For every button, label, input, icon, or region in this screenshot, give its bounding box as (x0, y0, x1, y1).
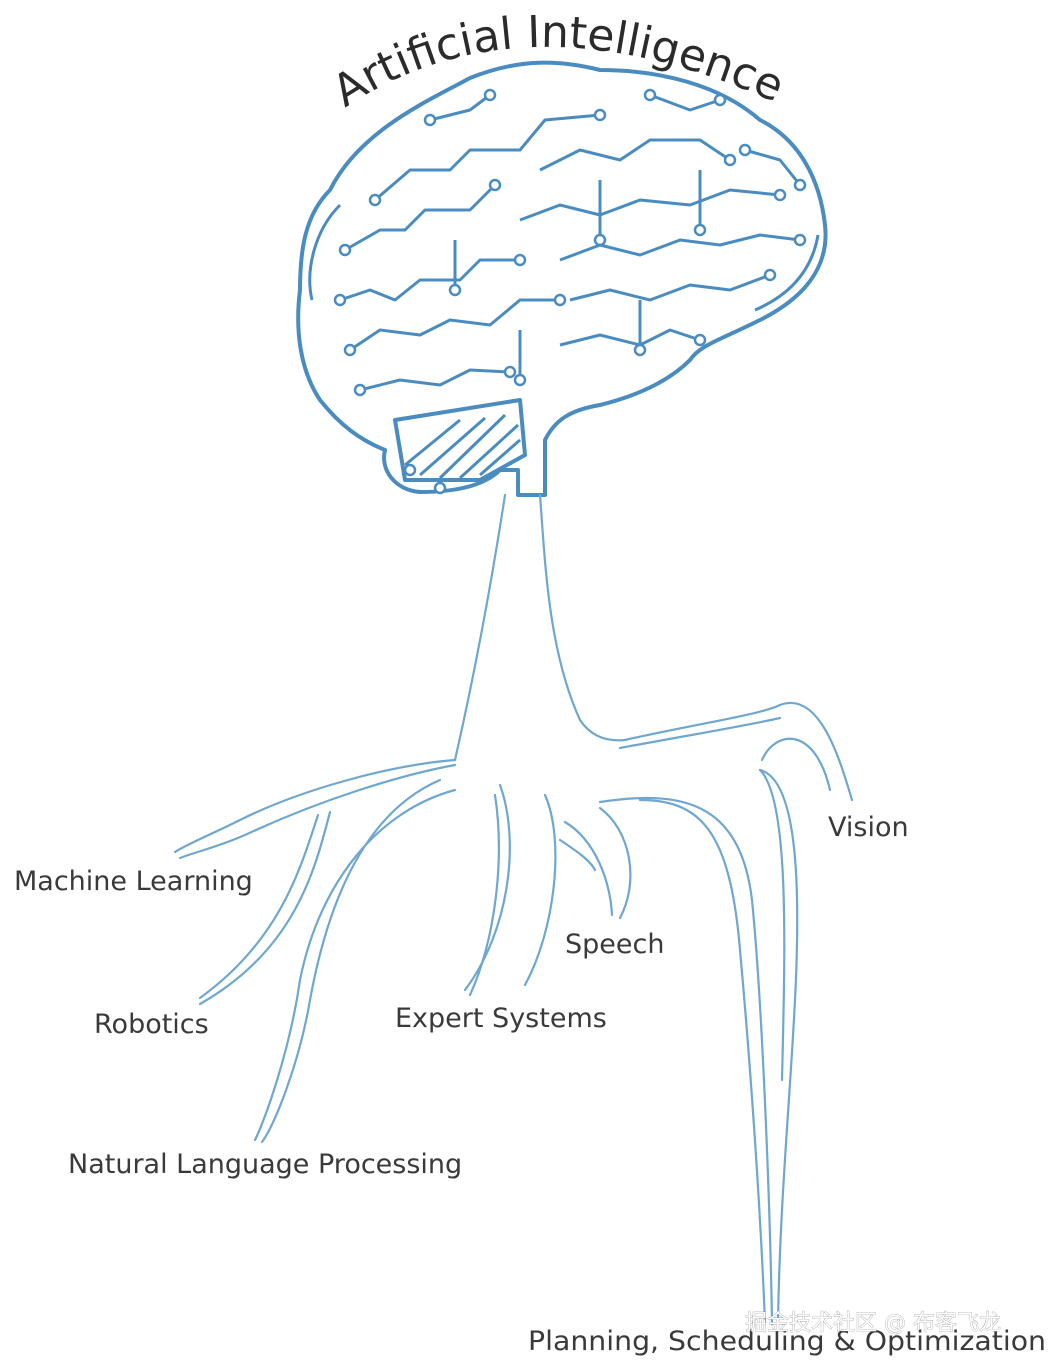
branch-label-planning: Planning, Scheduling & Optimization (528, 1326, 1046, 1357)
tree-trunk (453, 493, 627, 762)
branch-label-vision: Vision (828, 812, 909, 843)
circuit-brain-icon (296, 60, 828, 497)
branch-label-robotics: Robotics (94, 1009, 209, 1040)
branch-label-speech: Speech (565, 929, 664, 960)
branch-label-expert-systems: Expert Systems (395, 1003, 607, 1034)
branch-label-nlp: Natural Language Processing (68, 1149, 462, 1180)
watermark: 掘金技术社区 @ 布客飞龙 (745, 1311, 1001, 1336)
tree-roots (173, 701, 854, 1324)
branch-label-machine-learning: Machine Learning (14, 866, 253, 897)
